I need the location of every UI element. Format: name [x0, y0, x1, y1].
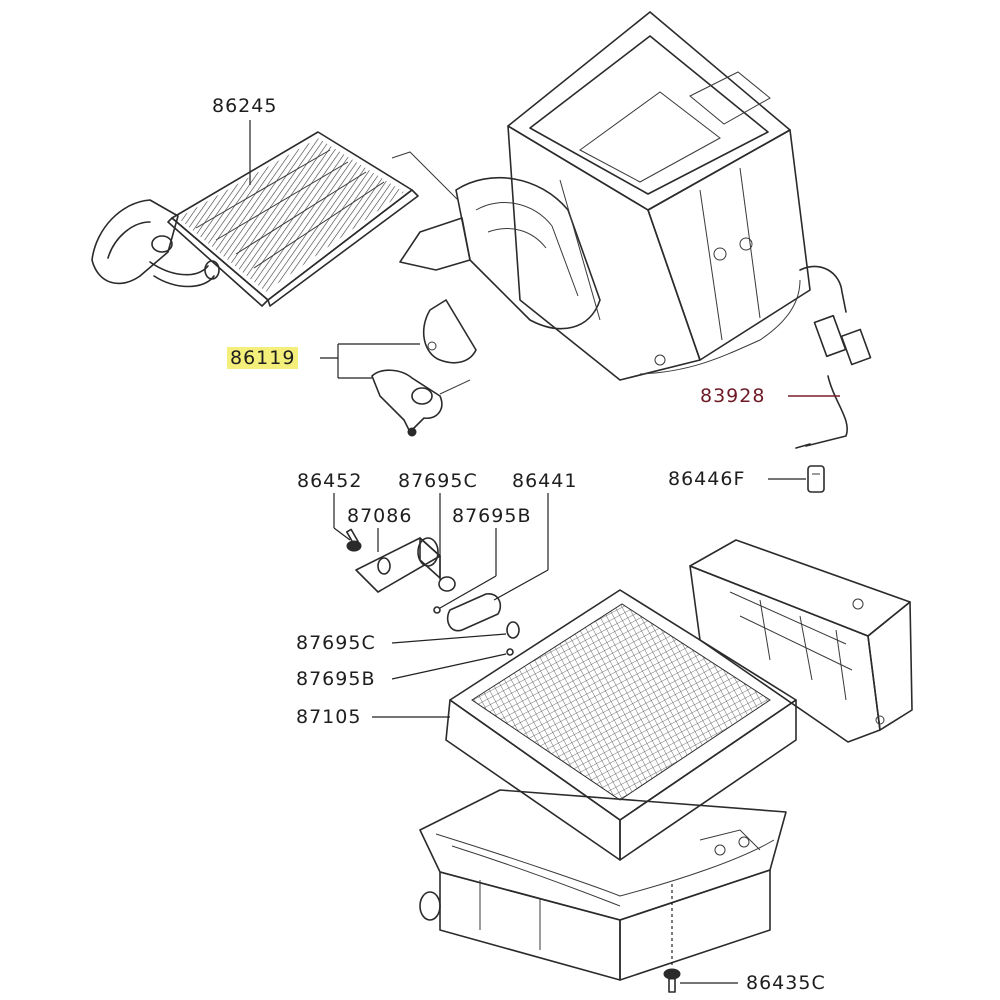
screw-bottom-drawing[interactable]: [663, 968, 681, 993]
o-ring-drawing[interactable]: [506, 648, 514, 656]
leader-lines: [249, 120, 840, 984]
part-label-83928[interactable]: 83928: [700, 385, 766, 407]
part-label-86435C[interactable]: 86435C: [746, 972, 826, 994]
expansion-valve-drawing[interactable]: [355, 537, 441, 593]
part-label-87105[interactable]: 87105: [296, 706, 362, 728]
part-label-87695C-top[interactable]: 87695C: [398, 470, 478, 492]
o-ring-drawing[interactable]: [433, 606, 441, 614]
heater-unit-housing[interactable]: [391, 11, 811, 381]
part-label-86119[interactable]: 86119: [227, 347, 299, 369]
part-label-86446F[interactable]: 86446F: [668, 468, 746, 490]
part-label-87695B-lower[interactable]: 87695B: [296, 668, 376, 690]
o-ring-drawing[interactable]: [506, 621, 520, 639]
damper-lever-drawing[interactable]: [371, 299, 477, 437]
flange-plate-drawing[interactable]: [446, 593, 502, 632]
upper-evaporator-case[interactable]: [689, 539, 913, 743]
part-label-86245[interactable]: 86245: [212, 95, 278, 117]
clip-drawing[interactable]: [807, 465, 825, 493]
part-label-86441[interactable]: 86441: [512, 470, 578, 492]
o-ring-drawing[interactable]: [438, 576, 456, 592]
evaporator-drawing[interactable]: [445, 589, 797, 861]
lower-evaporator-case[interactable]: [419, 789, 787, 981]
screw-drawing[interactable]: [345, 528, 362, 552]
part-label-87695C-lower[interactable]: 87695C: [296, 632, 376, 654]
part-label-87086[interactable]: 87086: [347, 505, 413, 527]
part-label-87695B-top[interactable]: 87695B: [452, 505, 532, 527]
part-label-86452[interactable]: 86452: [297, 470, 363, 492]
heater-core-drawing[interactable]: [91, 131, 419, 307]
thermistor-harness-drawing[interactable]: [795, 265, 872, 449]
